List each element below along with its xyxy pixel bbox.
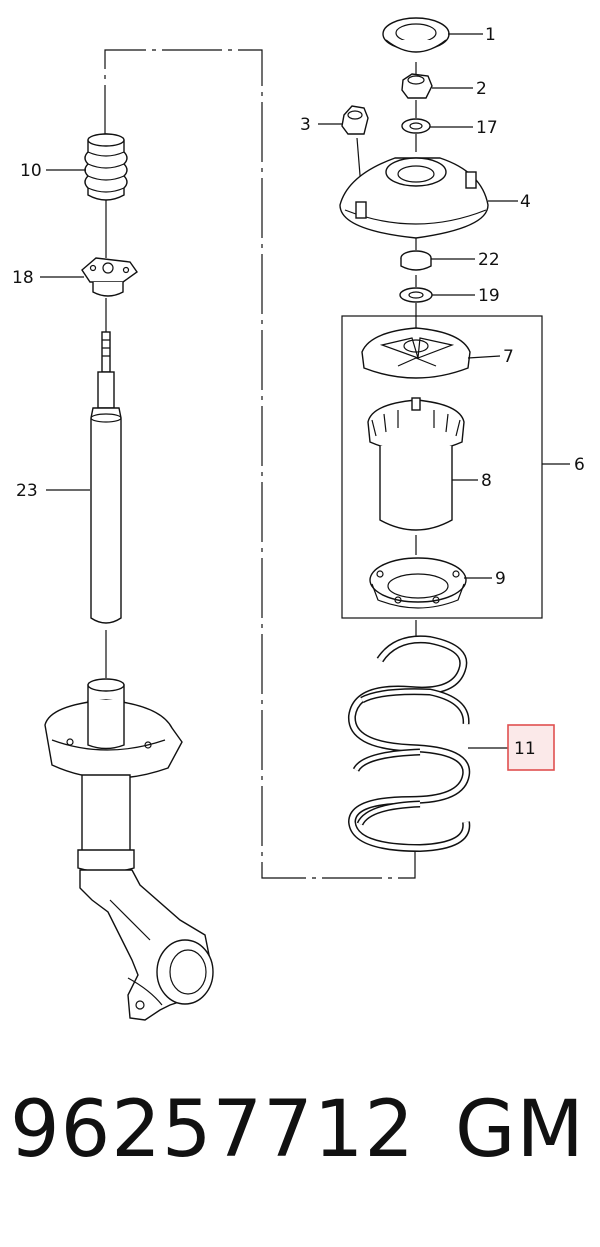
dust-boot <box>367 397 465 531</box>
callout-19: 19 <box>478 286 500 306</box>
callout-1: 1 <box>485 25 496 45</box>
mount-bearing <box>400 250 432 271</box>
washer-19 <box>399 287 433 303</box>
washer-17 <box>401 118 431 134</box>
shock-absorber-body <box>90 407 122 624</box>
dust-cap <box>382 17 450 53</box>
exploded-suspension-diagram: 1 2 3 17 4 22 19 7 6 8 9 11 10 18 23 <box>12 17 585 1021</box>
steering-knuckle <box>79 869 214 1021</box>
top-nut <box>401 73 433 99</box>
mount-nut <box>341 105 369 135</box>
callout-3: 3 <box>300 115 311 135</box>
callout-4: 4 <box>520 192 531 212</box>
callout-22: 22 <box>478 250 500 270</box>
callout-2: 2 <box>476 79 487 99</box>
callout-11: 11 <box>514 739 536 759</box>
piston-rod <box>97 331 115 409</box>
callout-8: 8 <box>481 471 492 491</box>
strut-lower-housing <box>77 774 135 873</box>
part-number-bar: 96257712 GM <box>0 1085 600 1195</box>
callout-6: 6 <box>574 455 585 475</box>
strut-mount-plate <box>81 257 138 297</box>
callout-17: 17 <box>476 118 498 138</box>
part-number: 96257712 <box>10 1085 416 1175</box>
strut-assembly <box>44 133 214 1021</box>
leader-lines <box>40 33 570 749</box>
brand-label: GM <box>455 1085 585 1175</box>
upper-spring-seat <box>361 327 471 379</box>
assembly-bracket-line <box>104 49 416 879</box>
highlight-box-11 <box>507 724 555 771</box>
bump-stop <box>84 133 128 201</box>
kit-box-6 <box>341 315 543 619</box>
callout-23: 23 <box>16 481 38 501</box>
lower-bearing-ring <box>369 557 467 609</box>
spring-seat-lower <box>44 699 183 779</box>
coil-spring <box>347 635 471 853</box>
callout-7: 7 <box>503 347 514 367</box>
strut-top-mount <box>339 157 489 239</box>
callout-18: 18 <box>12 268 34 288</box>
callout-9: 9 <box>495 569 506 589</box>
callout-10: 10 <box>20 161 42 181</box>
